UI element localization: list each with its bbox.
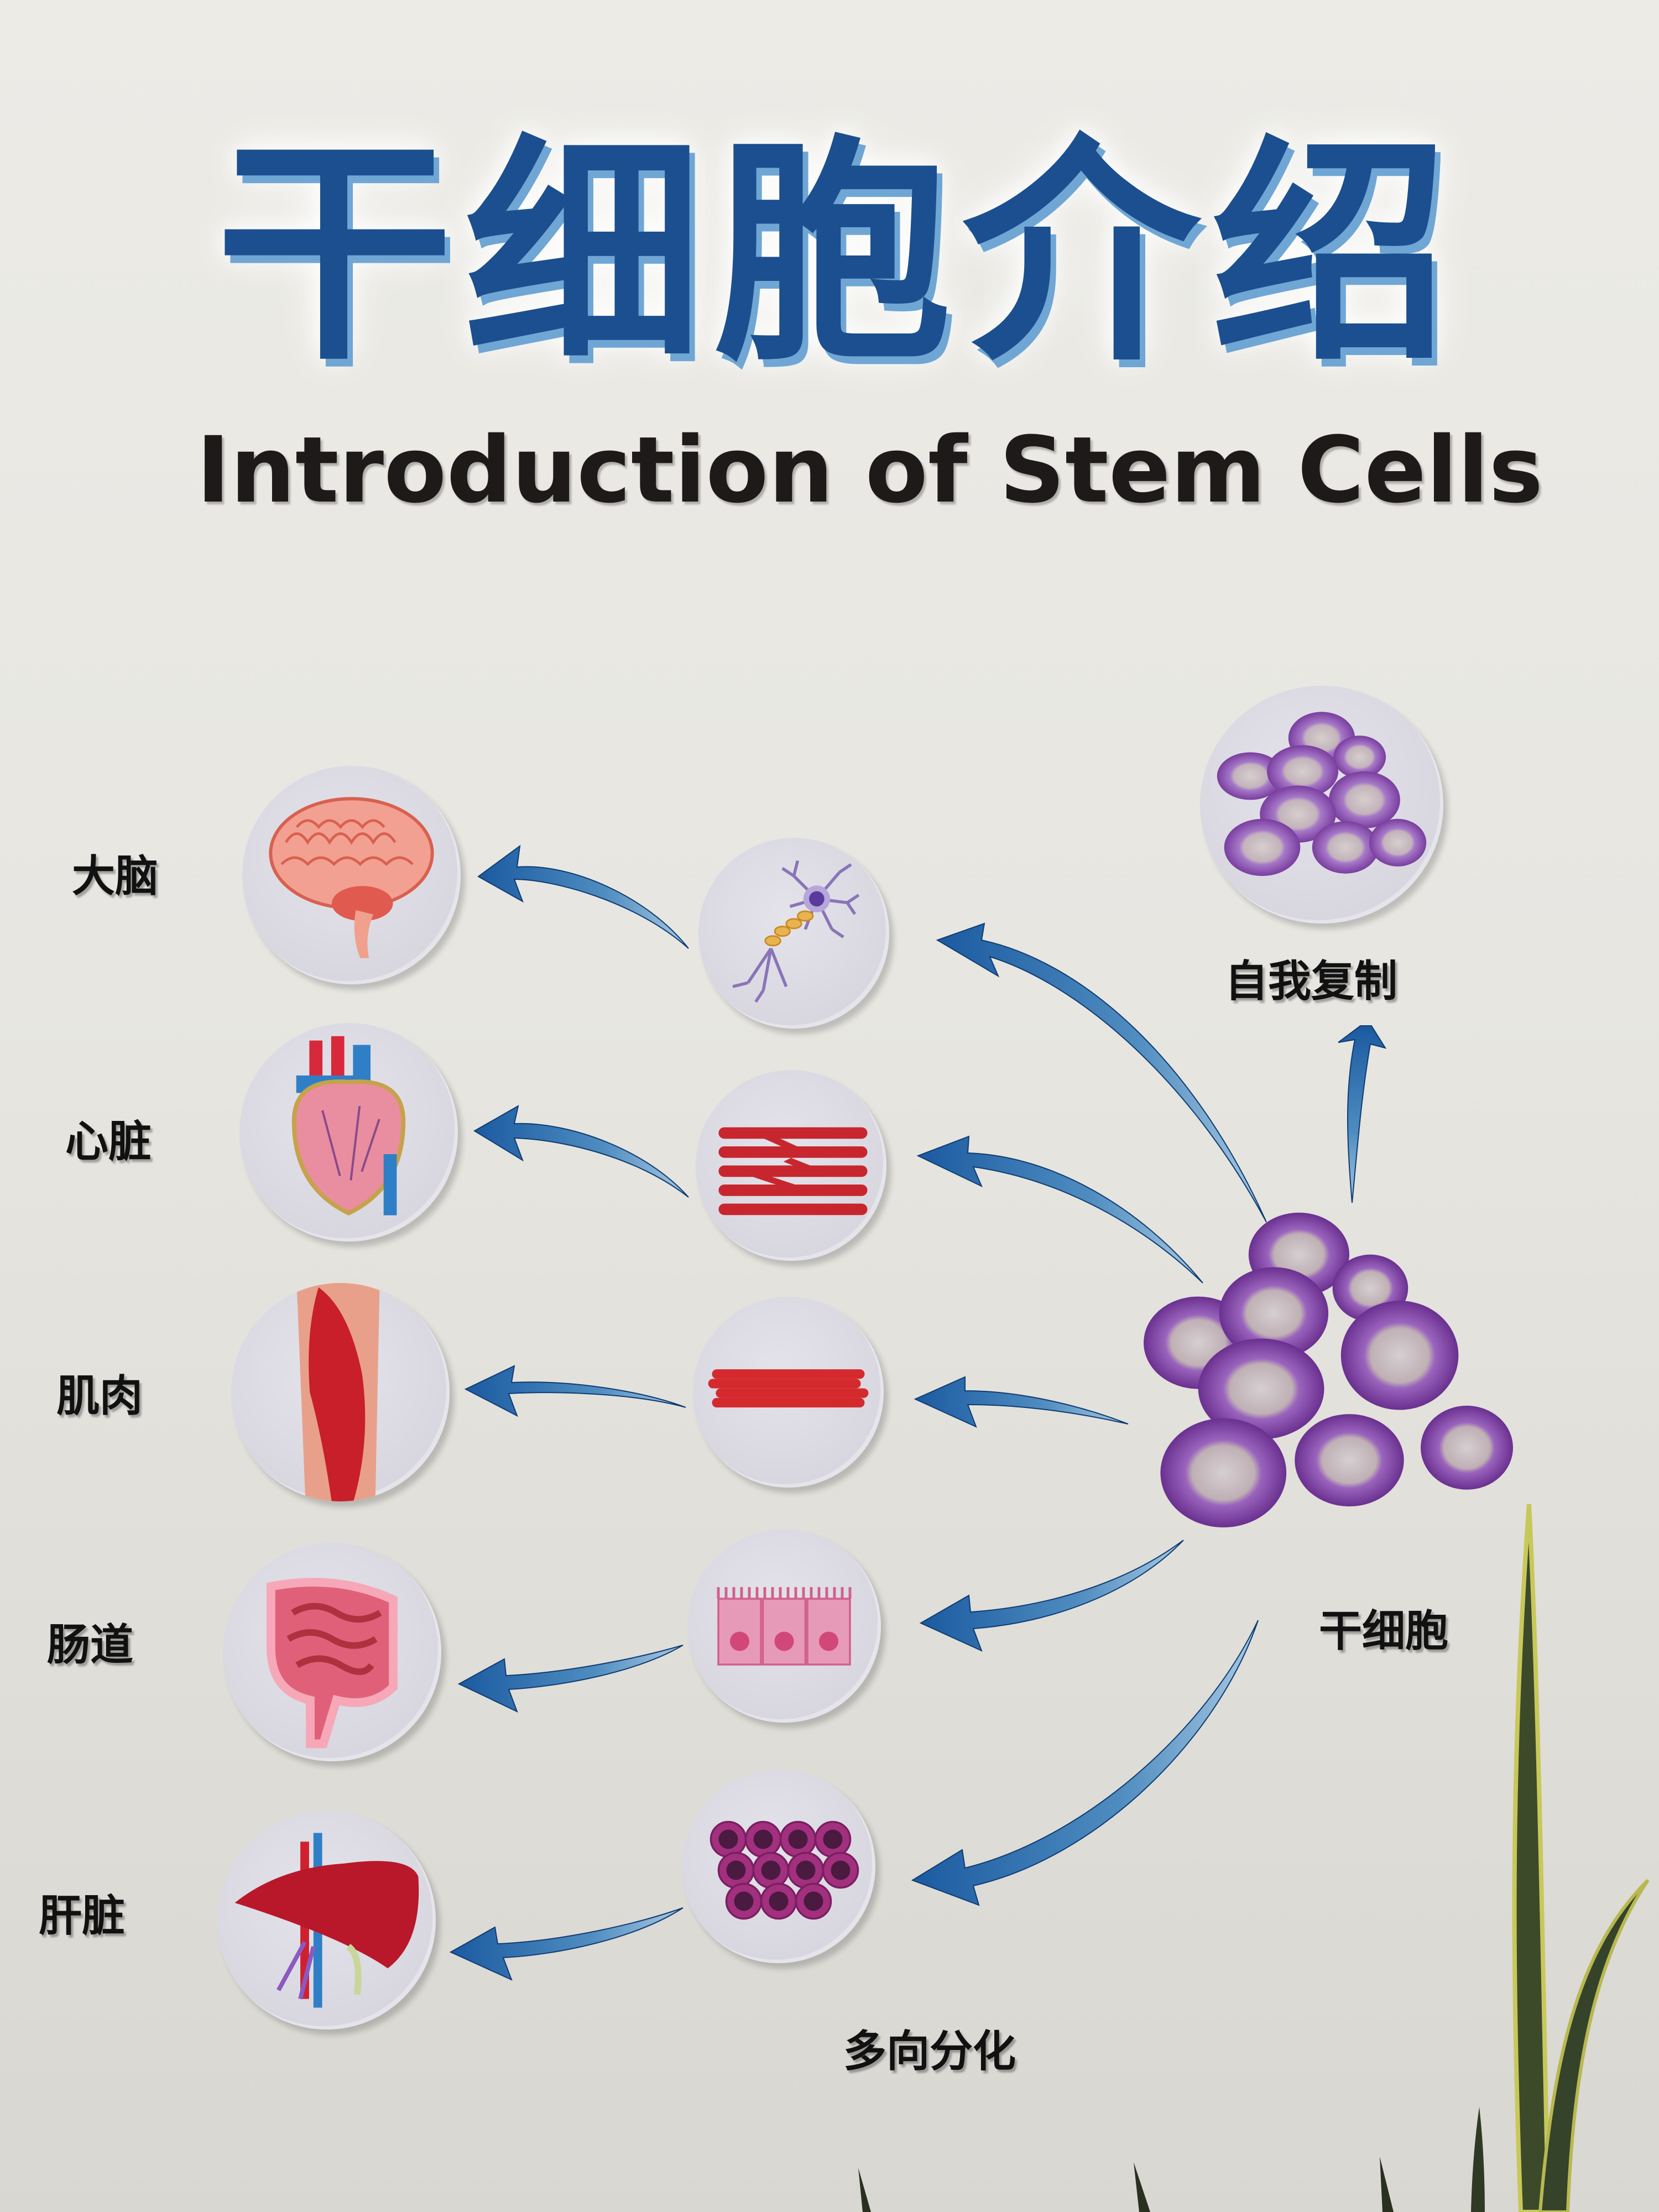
hepatocytes-icon xyxy=(709,1820,859,1920)
stem-cell-cluster-small-icon xyxy=(1217,712,1427,876)
title-chinese: 干细胞介绍 xyxy=(216,116,1460,393)
arrow-stem-to-hepatocytes xyxy=(911,1620,1259,1906)
stem-cell-cluster xyxy=(1139,1200,1559,1548)
heart-icon xyxy=(291,1036,406,1216)
plant-tips-icon xyxy=(858,2157,1394,2212)
muscle-fibers-icon xyxy=(708,1369,869,1408)
arrow-epithelial-to-intestine xyxy=(457,1645,684,1713)
liver-disc xyxy=(217,1811,436,2030)
hepatocytes-disc xyxy=(682,1770,875,1963)
muscle-disc xyxy=(231,1283,450,1501)
neuron-disc xyxy=(698,838,889,1029)
arrow-neuron-to-brain xyxy=(477,844,689,949)
title-english: Introduction of Stem Cells xyxy=(196,417,1543,523)
brain-disc xyxy=(242,766,461,984)
plant-leaves-icon xyxy=(1471,1504,1650,2212)
cardiac-cells-disc xyxy=(696,1070,886,1261)
arrow-stem-to-neuron xyxy=(936,922,1267,1223)
intestine-disc xyxy=(223,1543,441,1761)
differentiation-label: 多向分化 xyxy=(843,2027,1016,2077)
organ-label-brain: 大脑 xyxy=(72,852,159,901)
epithelial-cells-icon xyxy=(717,1587,852,1666)
organ-label-intestine: 肠道 xyxy=(47,1620,134,1670)
arrow-self-renewal xyxy=(1338,1025,1387,1203)
heart-disc xyxy=(239,1023,458,1241)
muscle-fibers-disc xyxy=(693,1297,884,1488)
neuron-icon xyxy=(732,860,860,1003)
arrow-stem-to-fibers xyxy=(914,1376,1129,1428)
stem-cell-icon xyxy=(1144,1212,1514,1528)
organ-label-liver: 肝脏 xyxy=(39,1891,126,1941)
arrow-cardiac-to-heart xyxy=(473,1105,689,1198)
self-renewal-label: 自我复制 xyxy=(1225,957,1398,1006)
intestine-icon xyxy=(267,1578,398,1749)
organ-label-heart: 心脏 xyxy=(65,1117,152,1167)
epithelial-cells-disc xyxy=(687,1529,881,1723)
stem-cell-label: 干细胞 xyxy=(1319,1606,1449,1656)
arrow-fibers-to-muscle xyxy=(464,1365,686,1417)
cardiac-cells-icon xyxy=(718,1127,868,1215)
muscle-icon xyxy=(296,1283,380,1501)
arrow-hepatocytes-to-liver xyxy=(449,1907,684,1981)
organ-label-muscle: 肌肉 xyxy=(56,1371,143,1421)
brain-icon xyxy=(269,797,434,958)
liver-icon xyxy=(234,1833,419,2008)
arrow-stem-to-epithelial xyxy=(919,1540,1184,1652)
self-renewal-disc xyxy=(1200,686,1443,924)
